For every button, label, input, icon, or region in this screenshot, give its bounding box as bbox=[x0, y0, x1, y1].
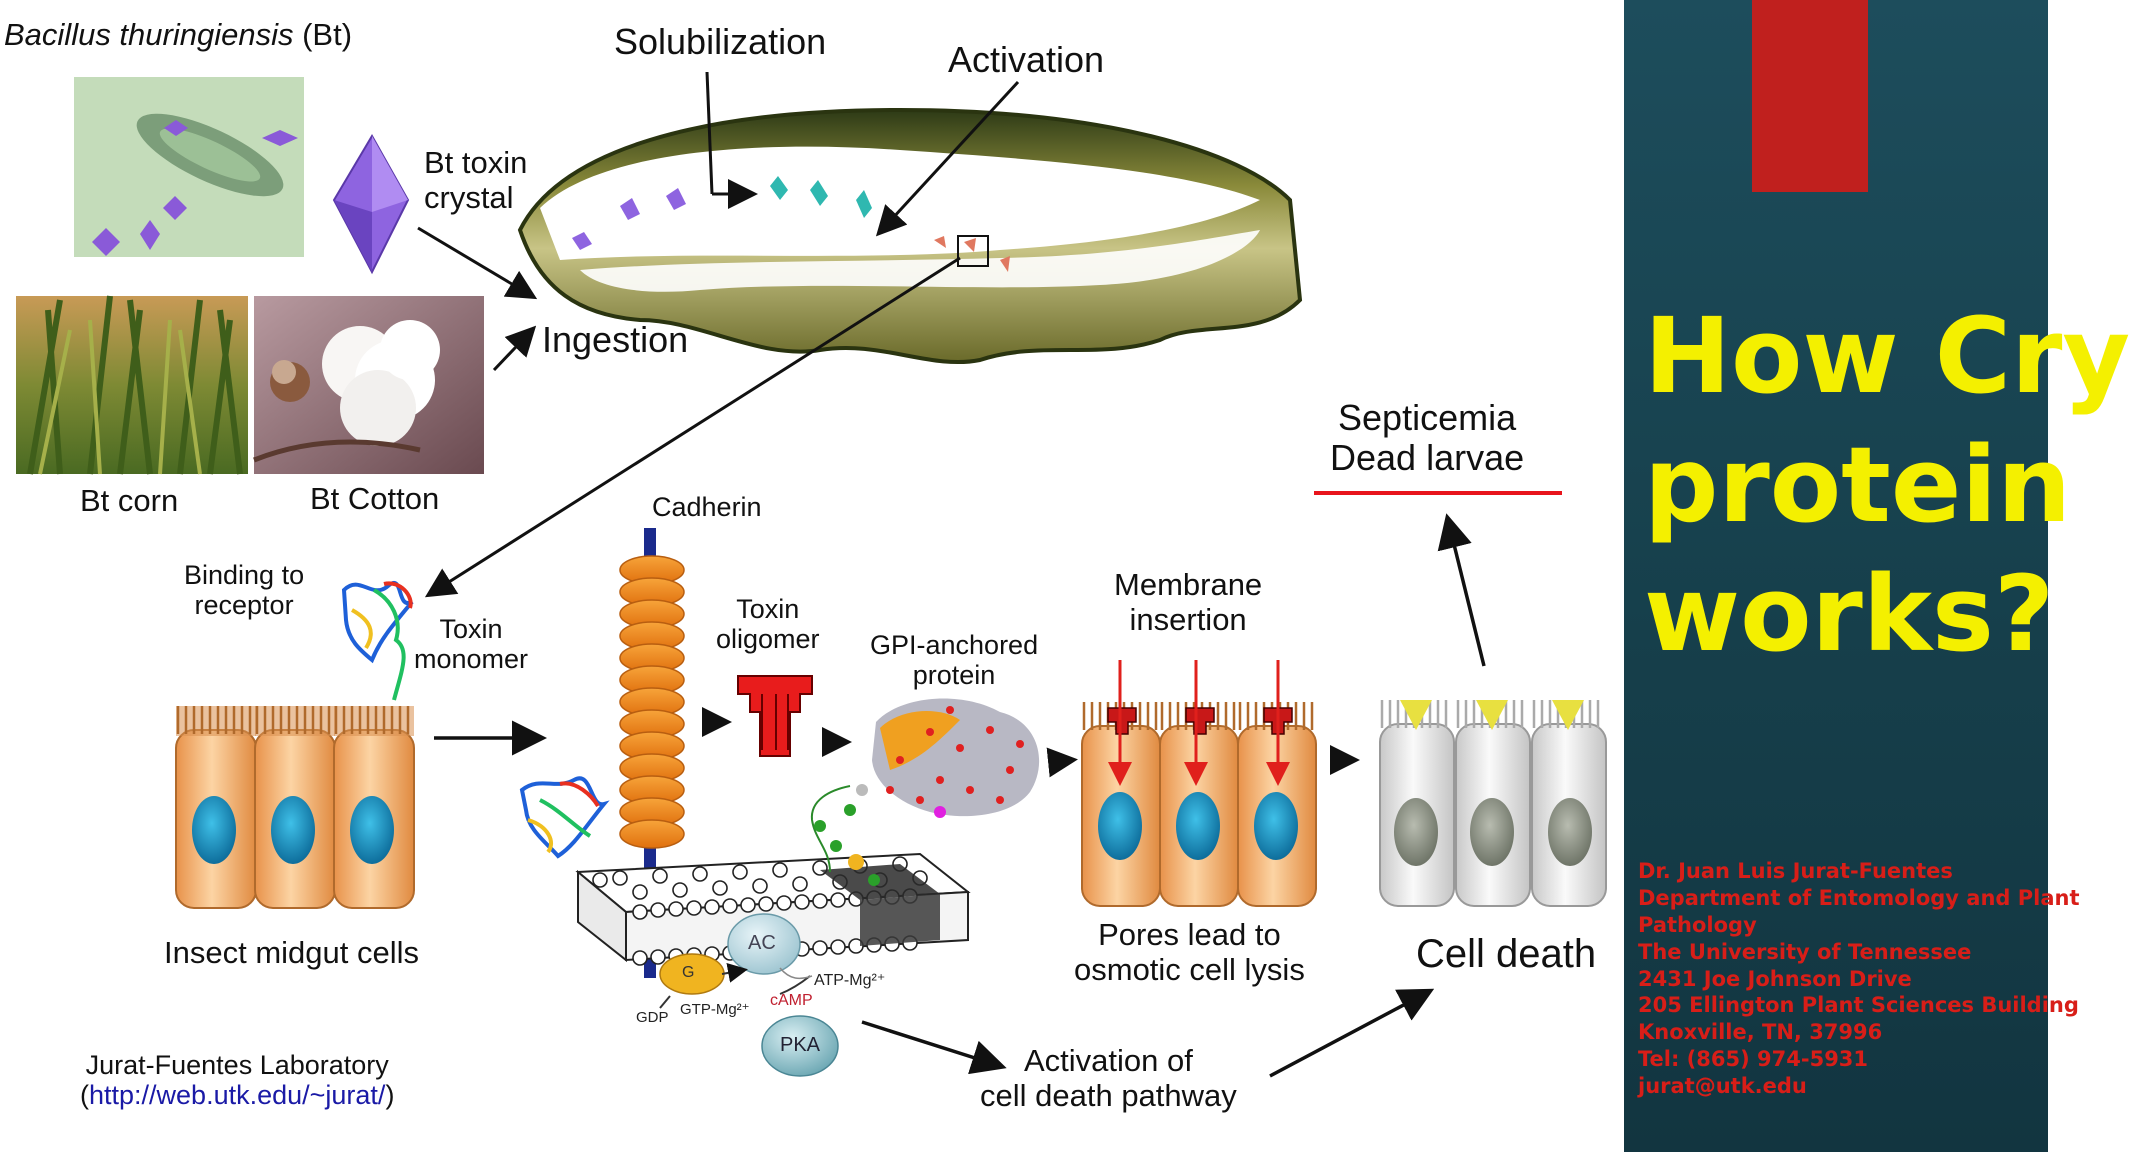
accent-bar bbox=[1752, 0, 1868, 192]
cadherin-receptor-icon bbox=[619, 528, 685, 978]
credit-city: Knoxville, TN, 37996 bbox=[1638, 1020, 1883, 1045]
ingestion-label: Ingestion bbox=[542, 319, 689, 360]
bt-mechanism-diagram: Bacillus thuringiensis (Bt) Bt toxin cry… bbox=[4, 17, 1607, 1113]
bt-species-title: Bacillus thuringiensis (Bt) bbox=[4, 17, 353, 53]
membrane-bilayer-icon bbox=[575, 852, 971, 966]
pores-line1: Pores lead to bbox=[1098, 917, 1281, 952]
corn-photo bbox=[16, 295, 248, 475]
slide-title-line2: protein bbox=[1644, 423, 2072, 546]
crystal-label-line2: crystal bbox=[424, 179, 514, 215]
diagram-graphics bbox=[16, 71, 1607, 1078]
midgut-cell-icon bbox=[175, 706, 415, 909]
insect-midgut-label: Insect midgut cells bbox=[164, 935, 419, 970]
larva-gut-illustration bbox=[517, 107, 1303, 365]
lab-name: Jurat-Fuentes Laboratory bbox=[85, 1050, 389, 1080]
binding-label-line1: Binding to bbox=[184, 560, 305, 590]
cotton-photo bbox=[253, 296, 484, 474]
atp-label: ATP-Mg²⁺ bbox=[814, 972, 886, 989]
lab-url-line: (http://web.utk.edu/~jurat/) bbox=[80, 1080, 394, 1110]
toxin-oligomer-label: Toxin oligomer bbox=[716, 594, 820, 654]
crystal-label: Bt toxin crystal bbox=[424, 145, 528, 215]
bt-cotton-label: Bt Cotton bbox=[310, 481, 440, 516]
gpi-protein-icon bbox=[872, 698, 1040, 818]
membrane-insertion-line2: insertion bbox=[1129, 601, 1247, 637]
slide-title: How Cry protein works? bbox=[1644, 292, 2130, 679]
ac-label: AC bbox=[748, 932, 776, 954]
slide-title-line3: works? bbox=[1644, 552, 2055, 675]
toxin-monomer-line1: Toxin bbox=[439, 614, 503, 644]
lab-paren-open: ( bbox=[80, 1080, 89, 1111]
gpi-label: GPI-anchored protein bbox=[870, 630, 1038, 690]
activation-pathway-line1: Activation of bbox=[1023, 1043, 1193, 1078]
credit-address1: 2431 Joe Johnson Drive bbox=[1638, 966, 1912, 991]
bt-corn-label: Bt corn bbox=[80, 483, 179, 518]
solubilization-label: Solubilization bbox=[614, 21, 827, 62]
pore-cells bbox=[1081, 660, 1317, 907]
credit-dept-cont: Pathology bbox=[1638, 912, 1757, 937]
binding-label: Binding to receptor bbox=[184, 560, 304, 620]
slide-title-line1: How Cry bbox=[1644, 295, 2130, 417]
credit-email[interactable]: jurat@utk.edu bbox=[1638, 1074, 1807, 1098]
septicemia-line2: Dead larvae bbox=[1330, 437, 1525, 479]
cadherin-label: Cadherin bbox=[652, 492, 762, 522]
toxin-oligomer-line1: Toxin bbox=[736, 594, 800, 624]
toxin-oligomer-icon bbox=[737, 675, 813, 757]
credit-phone: Tel: (865) 974-5931 bbox=[1638, 1047, 1869, 1072]
slide: Bacillus thuringiensis (Bt) Bt toxin cry… bbox=[4, 0, 2130, 1152]
lab-paren-close: ) bbox=[385, 1080, 395, 1111]
signal-proteins bbox=[659, 784, 880, 1077]
gdp-label: GDP bbox=[636, 1009, 669, 1026]
lab-credit: Jurat-Fuentes Laboratory (http://web.utk… bbox=[80, 1050, 394, 1110]
toxin-oligomer-line2: oligomer bbox=[716, 624, 820, 655]
membrane-insertion-line1: Membrane bbox=[1114, 567, 1263, 602]
pka-label: PKA bbox=[780, 1034, 821, 1056]
activation-pathway-label: Activation of cell death pathway bbox=[980, 1043, 1237, 1113]
activation-pathway-line2: cell death pathway bbox=[980, 1077, 1237, 1113]
membrane-insertion-label: Membrane insertion bbox=[1114, 567, 1263, 637]
camp-label: cAMP bbox=[770, 992, 813, 1009]
pores-label: Pores lead to osmotic cell lysis bbox=[1074, 917, 1305, 987]
pores-line2: osmotic cell lysis bbox=[1074, 951, 1305, 987]
gtp-label: GTP-Mg²⁺ bbox=[680, 1001, 750, 1018]
credit-address2: 205 Ellington Plant Sciences Building bbox=[1638, 993, 2079, 1018]
bt-bacteria-photo bbox=[74, 77, 304, 257]
cell-death-label: Cell death bbox=[1416, 932, 1597, 976]
dead-cells bbox=[1379, 700, 1607, 907]
toxin-monomer-label: Toxin monomer bbox=[414, 614, 528, 674]
crystal-label-line1: Bt toxin bbox=[424, 145, 528, 180]
pka-icon bbox=[761, 1015, 839, 1077]
binding-label-line2: receptor bbox=[194, 590, 294, 621]
bt-species-name: Bacillus thuringiensis bbox=[4, 17, 294, 52]
gpi-label-line1: GPI-anchored bbox=[870, 630, 1039, 660]
title-sidebar: How Cry protein works? Dr. Juan Luis Jur… bbox=[1624, 0, 2130, 1152]
toxin-monomer-line2: monomer bbox=[414, 644, 529, 675]
septicemia-label: Septicemia Dead larvae bbox=[1330, 397, 1525, 479]
credit-dept: Department of Entomology and Plant bbox=[1638, 885, 2080, 910]
bt-abbrev: (Bt) bbox=[293, 17, 353, 52]
credit-name: Dr. Juan Luis Jurat-Fuentes bbox=[1638, 859, 1953, 883]
lab-url-link[interactable]: http://web.utk.edu/~jurat/ bbox=[89, 1080, 386, 1111]
credit-university: The University of Tennessee bbox=[1638, 939, 1972, 964]
gpi-label-line2: protein bbox=[912, 660, 996, 691]
author-credit: Dr. Juan Luis Jurat-Fuentes Department o… bbox=[1638, 858, 2080, 1100]
bt-crystal-icon bbox=[332, 134, 410, 275]
g-label: G bbox=[682, 964, 695, 981]
activation-label: Activation bbox=[948, 39, 1105, 80]
septicemia-line1: Septicemia bbox=[1338, 397, 1517, 438]
receptor-protein-icon bbox=[341, 581, 610, 859]
